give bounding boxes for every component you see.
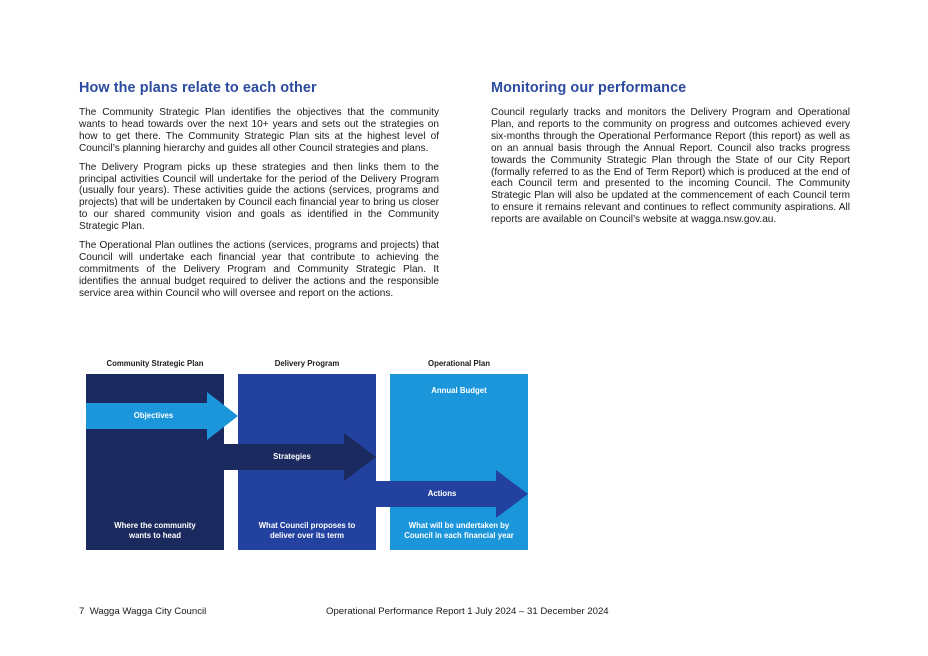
dp-column-caption: What Council proposes to deliver over it… [258, 521, 356, 540]
actions-arrow [376, 470, 528, 518]
op-column-caption: What will be undertaken by Council in ea… [404, 521, 514, 540]
relate-heading: How the plans relate to each other [79, 80, 317, 96]
planning-framework-diagram: Community Strategic Plan Delivery Progra… [86, 355, 528, 551]
csp-column-heading: Community Strategic Plan [106, 359, 204, 368]
objectives-arrow [86, 392, 238, 440]
relate-paragraph-2: The Delivery Program picks up these stra… [79, 161, 439, 233]
diagram-graphic [86, 374, 528, 550]
relate-paragraph-1: The Community Strategic Plan identifies … [79, 107, 439, 154]
annual-budget-label: Annual Budget [431, 386, 487, 395]
csp-column-caption: Where the community wants to head [114, 521, 196, 540]
strategies-arrow [224, 433, 376, 481]
page-number: 7 [79, 606, 85, 617]
footer-left: 7 Wagga Wagga City Council [79, 606, 206, 617]
dp-column-heading: Delivery Program [274, 359, 340, 368]
left-column: How the plans relate to each other The C… [79, 80, 439, 307]
actions-label: Actions [427, 489, 457, 498]
relate-paragraph-3: The Operational Plan outlines the action… [79, 240, 439, 299]
strategies-label: Strategies [273, 452, 311, 461]
right-column: Monitoring our performance Council regul… [491, 80, 850, 226]
objectives-label: Objectives [133, 411, 174, 420]
footer-report-title: Operational Performance Report 1 July 20… [326, 606, 609, 617]
op-column-heading: Operational Plan [428, 359, 490, 368]
monitoring-heading: Monitoring our performance [491, 80, 687, 96]
op-column-box [390, 374, 528, 550]
monitoring-paragraph: Council regularly tracks and monitors th… [491, 107, 850, 226]
footer-organisation: Wagga Wagga City Council [89, 606, 207, 617]
